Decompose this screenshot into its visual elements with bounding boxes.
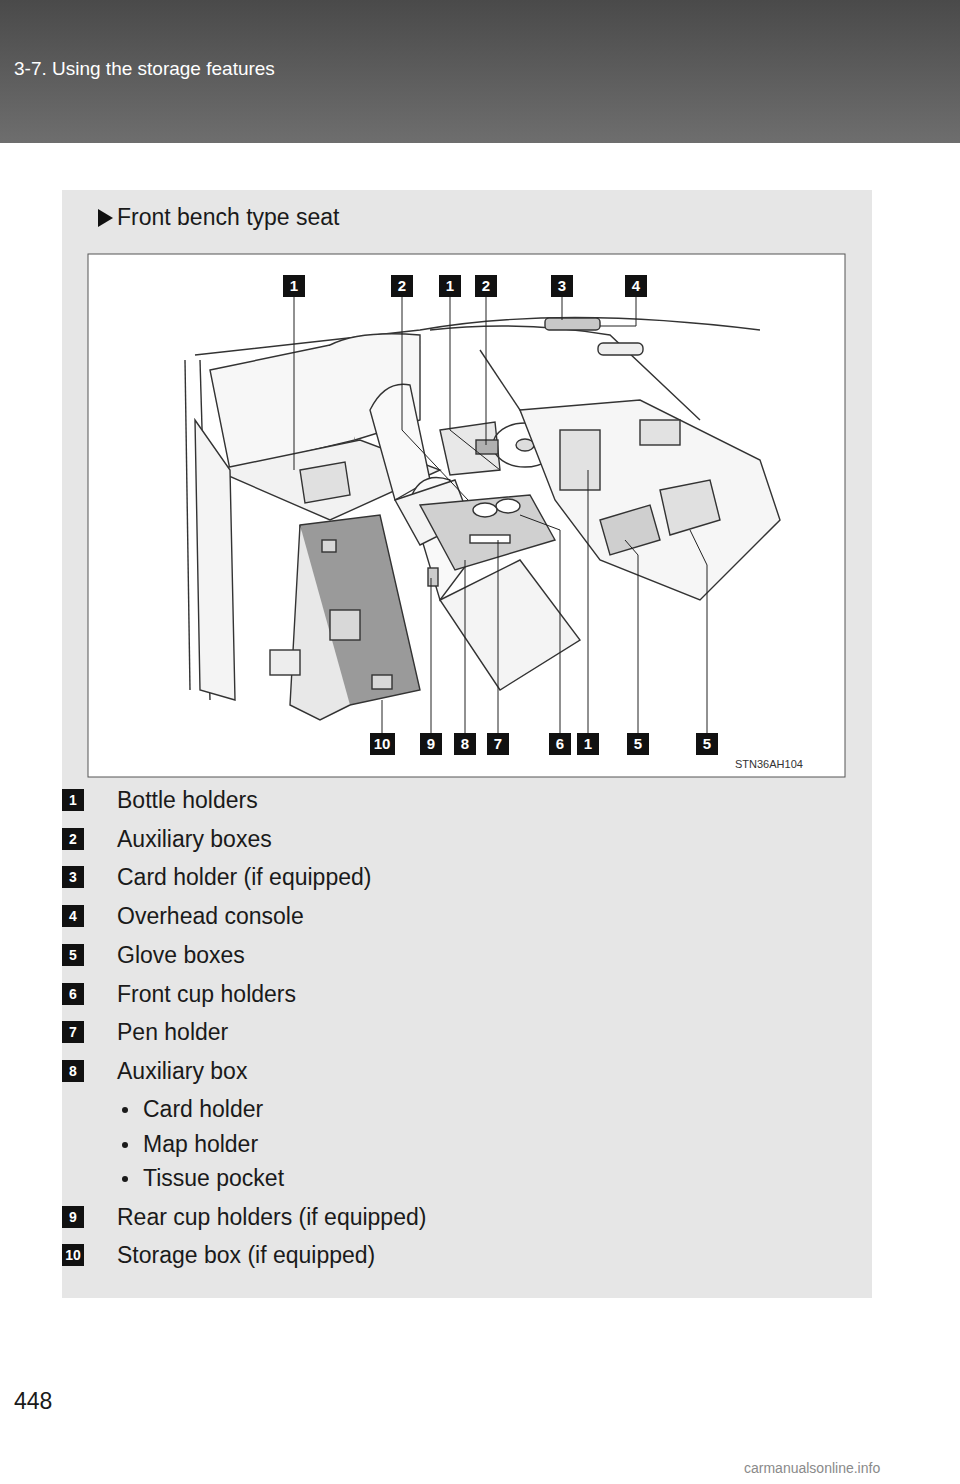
callout-box: 2 xyxy=(475,275,497,297)
bullet-text: Map holder xyxy=(143,1130,258,1158)
callout-box: 7 xyxy=(487,733,509,755)
callout-box: 2 xyxy=(391,275,413,297)
item-number: 4 xyxy=(69,908,77,924)
callout-box: 9 xyxy=(420,733,442,755)
callout-box: 1 xyxy=(439,275,461,297)
item-number: 7 xyxy=(69,1024,77,1040)
item-text: Front cup holders xyxy=(117,980,296,1008)
legend-item: 6 Front cup holders xyxy=(62,980,842,1010)
callout-box: 1 xyxy=(577,733,599,755)
item-number: 9 xyxy=(69,1209,77,1225)
callout-box: 8 xyxy=(454,733,476,755)
callout-number: 5 xyxy=(703,735,711,752)
callout-number: 9 xyxy=(427,735,435,752)
leader-lines xyxy=(294,297,707,733)
bullet-dot xyxy=(122,1142,128,1148)
callout-number: 10 xyxy=(374,735,391,752)
item-number: 10 xyxy=(65,1247,81,1263)
callout-box: 5 xyxy=(696,733,718,755)
callout-box: 5 xyxy=(627,733,649,755)
legend-item: 2 Auxiliary boxes xyxy=(62,825,842,855)
item-text: Rear cup holders (if equipped) xyxy=(117,1203,426,1231)
callout-box: 3 xyxy=(551,275,573,297)
page-number: 448 xyxy=(14,1388,52,1415)
item-text: Overhead console xyxy=(117,902,304,930)
title-marker xyxy=(98,209,113,227)
bullet-dot xyxy=(122,1176,128,1182)
item-number: 2 xyxy=(69,831,77,847)
callout-box: 6 xyxy=(549,733,571,755)
watermark: carmanualsonline.info xyxy=(744,1460,880,1476)
callout-box: 4 xyxy=(625,275,647,297)
content-panel xyxy=(62,190,872,1298)
item-text: Card holder (if equipped) xyxy=(117,863,371,891)
callout-number: 2 xyxy=(482,277,490,294)
legend-item: 7 Pen holder xyxy=(62,1018,842,1048)
item-text: Auxiliary box xyxy=(117,1057,247,1085)
interior-illustration xyxy=(185,318,780,721)
callout-number: 6 xyxy=(556,735,564,752)
number-square: 4 xyxy=(62,905,84,927)
callout-number: 1 xyxy=(584,735,592,752)
legend-item: 9 Rear cup holders (if equipped) xyxy=(62,1203,842,1233)
section-title: Front bench type seat xyxy=(117,204,339,231)
number-square: 10 xyxy=(62,1244,84,1266)
callout-number: 8 xyxy=(461,735,469,752)
callout-number: 5 xyxy=(634,735,642,752)
bullet-text: Card holder xyxy=(143,1095,263,1123)
legend-item: 5 Glove boxes xyxy=(62,941,842,971)
number-square: 1 xyxy=(62,789,84,811)
item-number: 6 xyxy=(69,986,77,1002)
callout-box: 10 xyxy=(370,733,395,755)
item-number: 8 xyxy=(69,1063,77,1079)
legend-item: 1 Bottle holders xyxy=(62,786,842,816)
figure-code: STN36AH104 xyxy=(735,758,803,770)
item-text: Storage box (if equipped) xyxy=(117,1241,375,1269)
item-number: 5 xyxy=(69,947,77,963)
callout-number: 1 xyxy=(446,277,454,294)
callout-number: 1 xyxy=(290,277,298,294)
bullet-text: Tissue pocket xyxy=(143,1164,284,1192)
callout-box: 1 xyxy=(283,275,305,297)
running-header: 3-7. Using the storage features xyxy=(14,58,275,80)
number-square: 9 xyxy=(62,1206,84,1228)
item-text: Glove boxes xyxy=(117,941,245,969)
item-number: 3 xyxy=(69,869,77,885)
number-square: 5 xyxy=(62,944,84,966)
callout-number: 7 xyxy=(494,735,502,752)
number-square: 7 xyxy=(62,1021,84,1043)
callout-number: 3 xyxy=(558,277,566,294)
item-number: 1 xyxy=(69,792,77,808)
number-square: 6 xyxy=(62,983,84,1005)
legend-item: 8 Auxiliary boxCard holderMap holderTissu… xyxy=(62,1057,842,1194)
item-text: Auxiliary boxes xyxy=(117,825,272,853)
illustration-frame xyxy=(88,254,845,777)
item-text: Pen holder xyxy=(117,1018,228,1046)
callout-number: 4 xyxy=(632,277,640,294)
legend-item: 4 Overhead console xyxy=(62,902,842,932)
legend-item: 10 Storage box (if equipped) xyxy=(62,1241,842,1271)
callout-number: 2 xyxy=(398,277,406,294)
header-bar xyxy=(0,0,960,143)
bullet-dot xyxy=(122,1107,128,1113)
item-text: Bottle holders xyxy=(117,786,258,814)
number-square: 3 xyxy=(62,866,84,888)
number-square: 2 xyxy=(62,828,84,850)
number-square: 8 xyxy=(62,1060,84,1082)
legend-item: 3 Card holder (if equipped) xyxy=(62,863,842,893)
